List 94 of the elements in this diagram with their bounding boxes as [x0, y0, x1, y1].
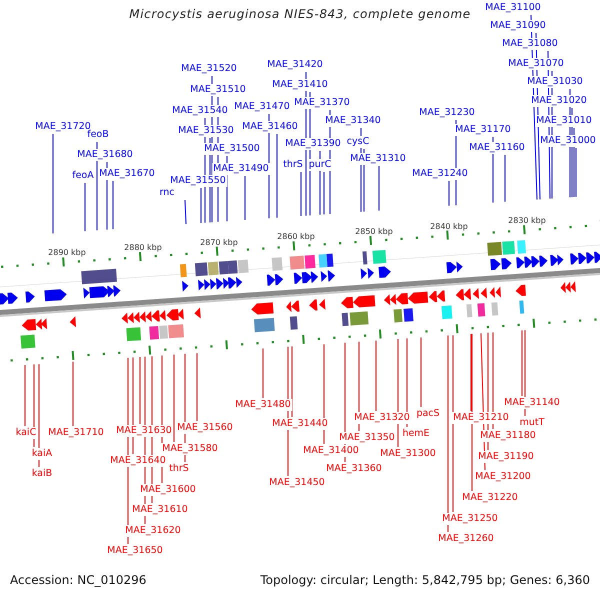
gene-label: MAE_31550 [169, 175, 227, 187]
leader-line [132, 357, 134, 454]
leader-line [358, 341, 360, 432]
leader-line [184, 200, 186, 225]
gene-label: MAE_31710 [47, 427, 105, 439]
scale-label: 2860 kbp [277, 232, 315, 242]
scale-label: 2870 kbp [200, 238, 238, 247]
gene-label: MAE_31420 [266, 59, 324, 71]
gene-label: MAE_31310 [349, 153, 407, 165]
gene-label: MAE_31620 [124, 525, 182, 537]
gene-label: MAE_31230 [418, 107, 476, 119]
gene-label: MAE_31350 [338, 432, 396, 444]
gene-label: MAE_31140 [503, 397, 561, 409]
gene-label: MAE_31250 [441, 513, 499, 525]
gene-label: MAE_31100 [484, 2, 542, 14]
leader-line [452, 334, 454, 512]
gene-label: MAE_31070 [507, 58, 565, 70]
gene-label: MAE_31670 [98, 168, 156, 180]
gene-label: MAE_31210 [452, 412, 510, 424]
gene-label: MAE_31020 [530, 95, 588, 107]
gene-label: MAE_31390 [284, 138, 342, 150]
gene-label: MAE_31650 [106, 545, 164, 557]
leader-line [72, 361, 74, 426]
gene-label: MAE_31510 [189, 84, 247, 96]
footer-text: Accession: NC_010296 [10, 574, 146, 586]
leader-line [524, 330, 526, 416]
gene-label: MAE_31630 [115, 425, 173, 437]
gene-label: MAE_31300 [379, 448, 437, 460]
gene-label: MAE_31500 [203, 143, 261, 155]
gene-label: purC [308, 159, 332, 171]
gene-label: MAE_31170 [454, 124, 512, 136]
leader-line [300, 172, 302, 217]
gene-label: MAE_31470 [233, 101, 291, 113]
leader-line [24, 364, 26, 426]
leader-line [96, 142, 98, 231]
gene-label: MAE_31370 [293, 97, 351, 109]
gene-label: MAE_31560 [176, 422, 234, 434]
gene-label: cysC [346, 136, 370, 148]
gene-label: MAE_31640 [109, 455, 167, 467]
gene-label: MAE_31010 [535, 115, 593, 127]
gene-label: kaiA [30, 448, 54, 460]
gene-label: MAE_31090 [489, 20, 547, 32]
scale-label: 2890 kbp [48, 248, 86, 258]
gene-label: MAE_31160 [468, 142, 526, 154]
gene-label: MAE_31340 [324, 115, 382, 127]
scale-label: 2830 kbp [508, 216, 546, 226]
gene-label: MAE_31490 [212, 163, 270, 175]
leader-line [262, 348, 264, 398]
gene-label: MAE_31320 [353, 412, 411, 424]
gene-label: pacS [415, 408, 441, 420]
gene-label: kaiC [14, 427, 38, 439]
gene-label: MAE_31240 [411, 168, 469, 180]
leader-line [420, 336, 422, 408]
leader-line [112, 180, 114, 230]
leader-line [200, 188, 202, 224]
gene-label: MAE_31480 [234, 399, 292, 411]
leader-line [406, 338, 408, 428]
gene-label: MAE_31440 [271, 418, 329, 430]
gene-label: MAE_31410 [271, 79, 329, 91]
leader-line [84, 182, 86, 232]
leader-line [448, 180, 450, 206]
gene-label: MAE_31220 [461, 492, 519, 504]
gene-label: MAE_31180 [479, 430, 537, 442]
gene-label: MAE_31080 [501, 38, 559, 50]
leader-line [244, 176, 246, 220]
gene-label: MAE_31540 [171, 105, 229, 117]
gene-label: MAE_31520 [180, 63, 238, 75]
leader-line [276, 134, 278, 218]
scale-label: 2850 kbp [355, 226, 393, 236]
gene-label: MAE_31450 [268, 477, 326, 489]
gene-label: MAE_31030 [526, 76, 584, 88]
gene-label: MAE_31610 [131, 504, 189, 516]
gene-label: MAE_31580 [161, 443, 219, 455]
leader-line [492, 332, 494, 430]
title: Microcystis aeruginosa NIES-843, complete genome [129, 8, 471, 20]
leader-line [196, 352, 198, 422]
footer-text: Topology: circular; Length: 5,842,795 bp; Genes: 6,360 [260, 574, 590, 586]
gene-label: MAE_31680 [76, 149, 134, 161]
leader-line [504, 154, 506, 202]
leader-line [470, 333, 472, 412]
gene-label: MAE_31000 [539, 135, 597, 147]
gene-label: MAE_31190 [477, 451, 535, 463]
leader-line [378, 166, 380, 212]
gene-label: MAE_31460 [241, 121, 299, 133]
scale-label: 2880 kbp [124, 243, 162, 252]
gene-label: MAE_31200 [474, 471, 532, 483]
gene-label: MAE_31260 [437, 533, 495, 545]
leader-line [52, 134, 54, 234]
gene-label: MAE_31600 [139, 484, 197, 496]
scale-label: 2840 kbp [430, 222, 468, 231]
gene-label: MAE_31400 [302, 445, 360, 457]
gene-label: MAE_31530 [177, 125, 235, 137]
gene-label: MAE_31360 [325, 463, 383, 475]
leader-line [38, 364, 40, 468]
